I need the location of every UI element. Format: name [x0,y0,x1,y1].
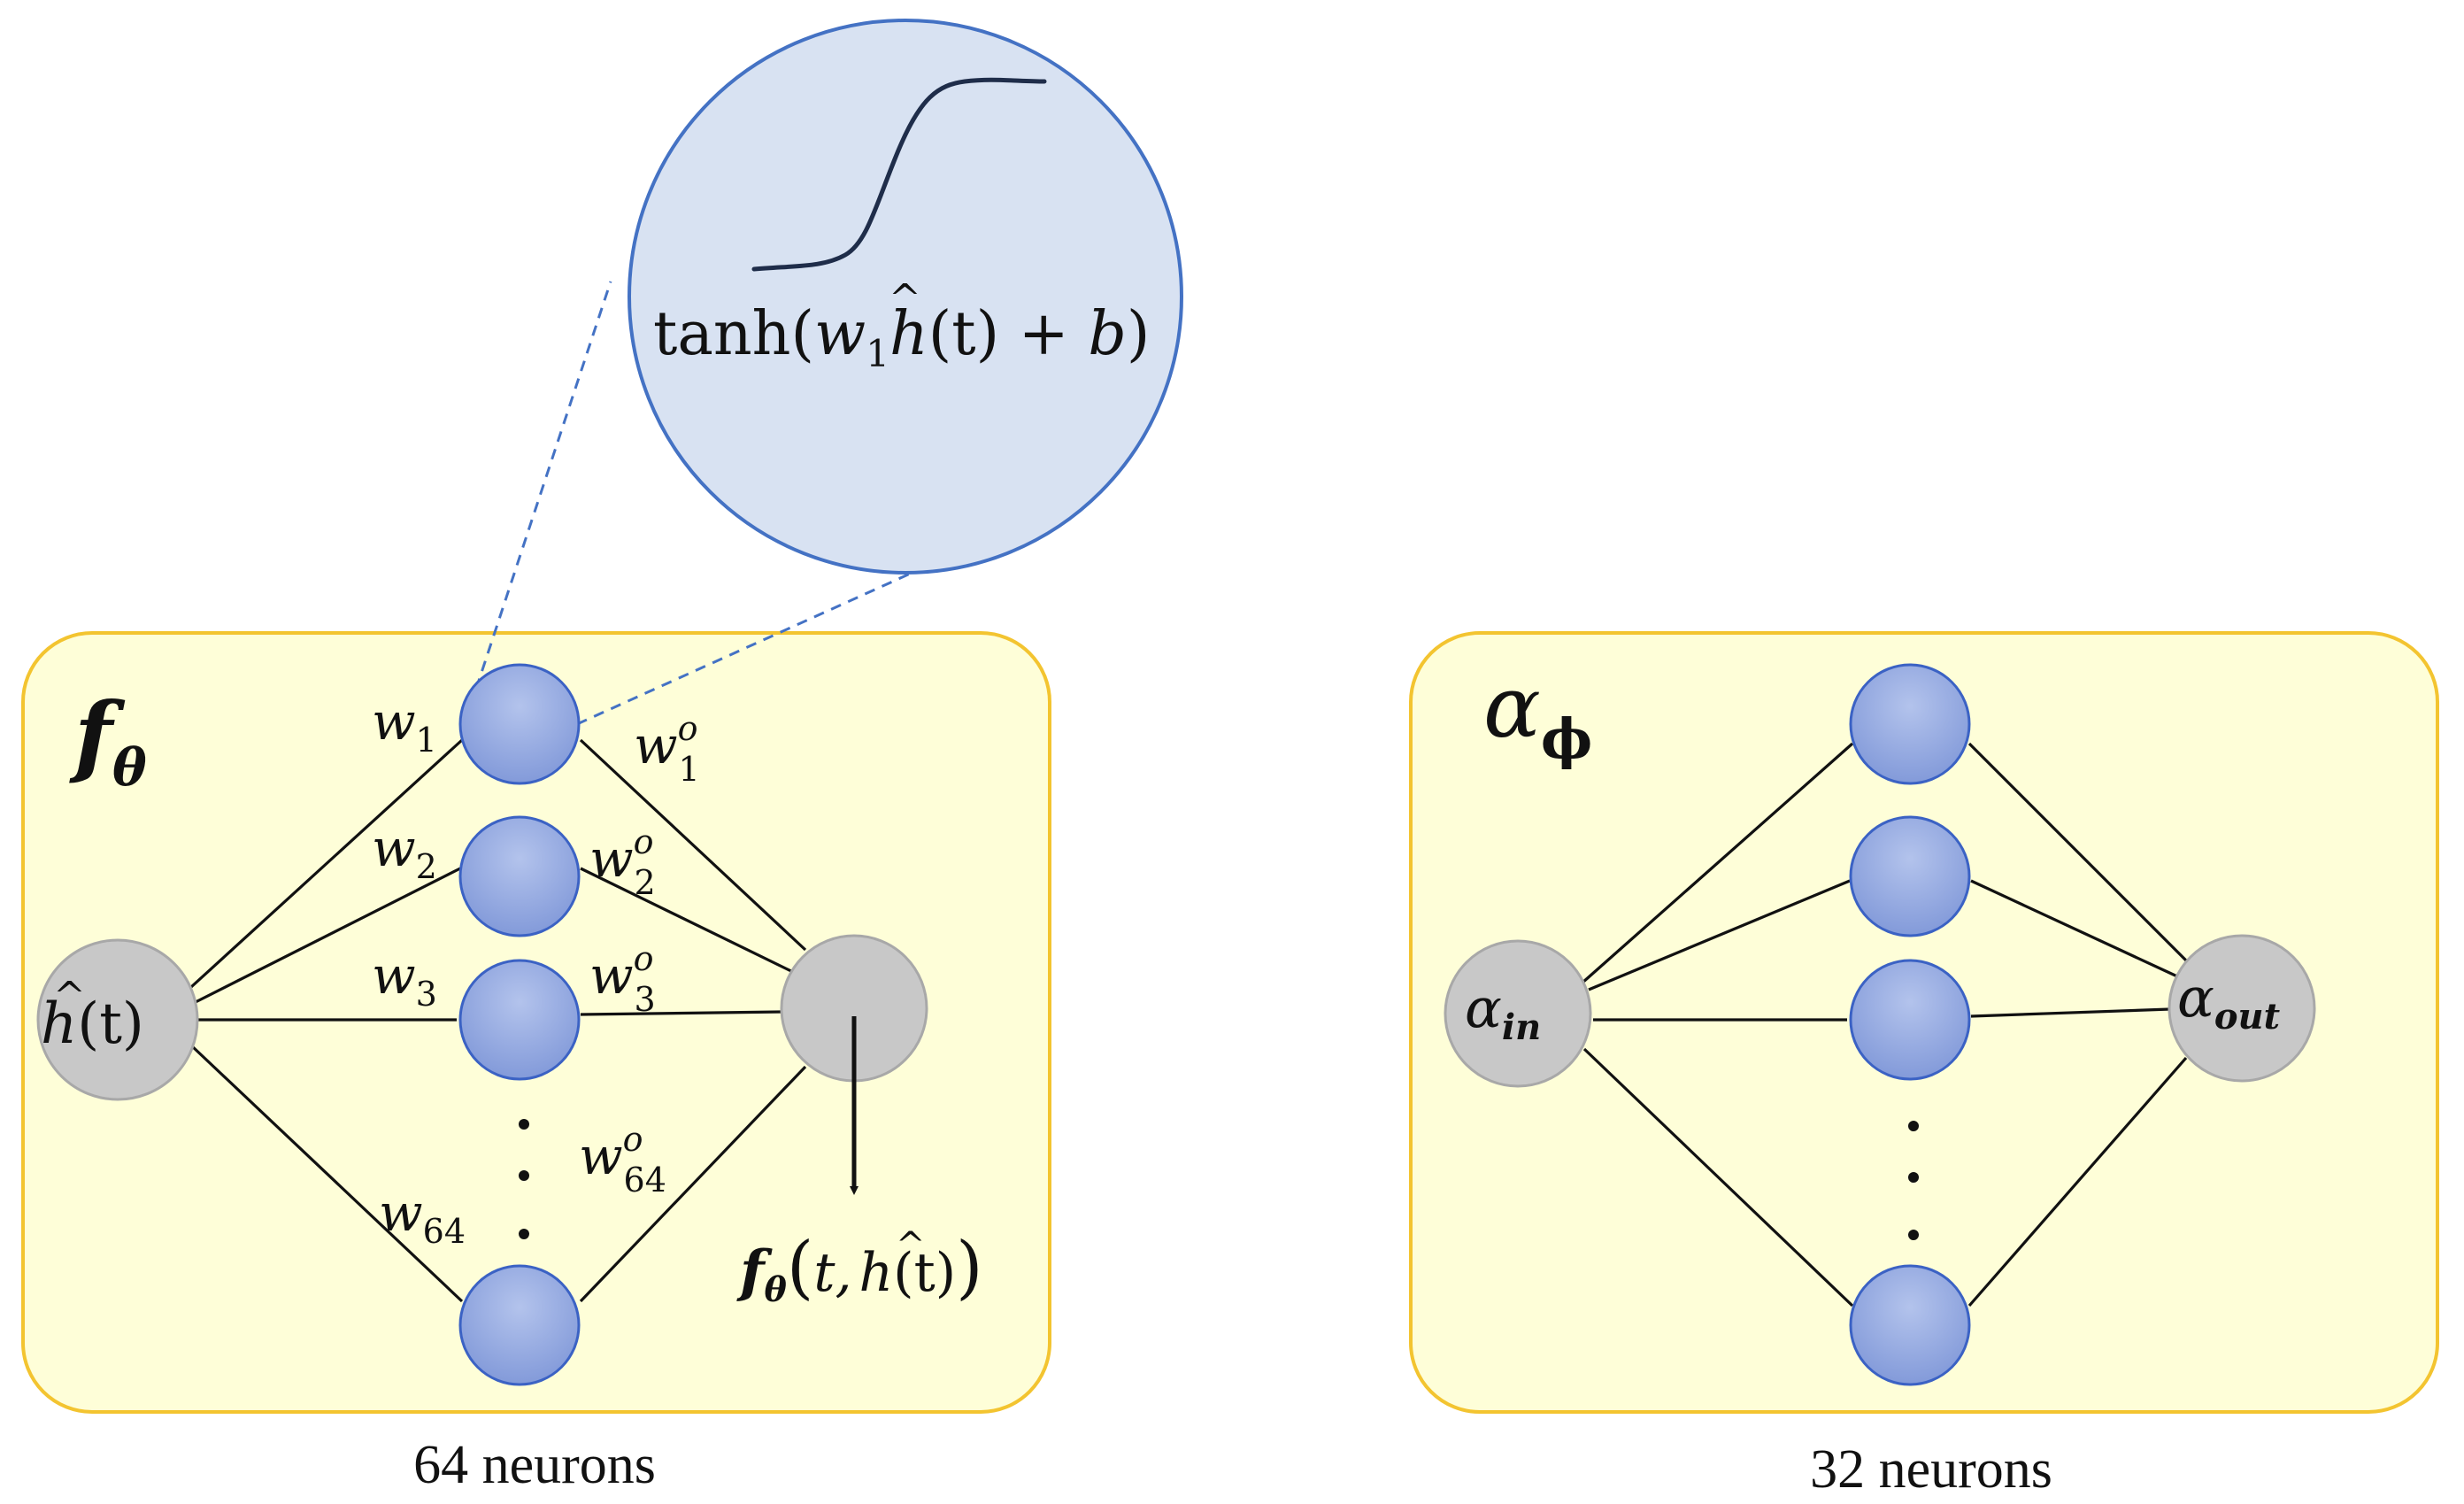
alpha-phi-panel: αϕ αin αout 32 neurons [1409,631,2439,1500]
hidden-ellipsis [519,1119,529,1239]
input-node [36,938,199,1101]
alpha-output-label: αout [2177,965,2281,1037]
edge-input-n1 [180,738,464,998]
edge-n64-output [579,1065,807,1303]
weight-w3: w3 [372,945,437,1014]
hidden-neuron-2 [458,815,581,937]
input-label-hat: ^ [53,974,86,1019]
alpha-hidden-neuron-1 [1849,663,1971,785]
alpha-phi-edges [1581,742,2188,1307]
alpha-hidden-neuron-3 [1849,959,1971,1081]
activation-zoom: tanh(w1h(t) + b) ^ [628,19,1183,575]
edge-n3-output [580,1010,783,1016]
edge-n32-aout [1967,1056,2188,1307]
alpha-hidden-neuron-2 [1849,815,1971,937]
alpha-phi-title: αϕ [1483,658,1592,771]
hidden-neuron-64 [458,1264,581,1386]
alpha-hidden-neuron-32 [1849,1264,1971,1386]
f-theta-edges [180,738,807,1303]
tanh-formula-hat: ^ [889,276,921,321]
edge-ain-n32 [1582,1047,1854,1307]
weight-w1: w1 [372,691,437,760]
edge-input-n2 [189,867,461,1007]
zoom-connector-right [576,569,917,726]
edge-n3-aout [1970,1007,2171,1018]
hidden-neuron-1 [458,663,581,785]
edge-ain-n1 [1581,742,1854,984]
edge-n1-output [579,738,807,952]
zoom-connector-left [474,281,612,690]
activation-zoom-circle [628,19,1183,575]
zoom-connectors [474,281,917,726]
tanh-formula: tanh(w1h(t) + b) [653,299,1150,375]
alpha-output-node [2168,934,2316,1083]
alpha-input-node [1444,939,1592,1088]
edge-ain-n2 [1588,879,1851,991]
input-label: h(t) [41,991,144,1057]
left-panel-caption: 64 neurons [413,1435,656,1495]
weight-w2: w2 [372,818,437,886]
edge-n2-aout [1970,879,2178,978]
edge-input-n64 [189,1043,464,1303]
hidden-neuron-3 [458,959,581,1081]
edge-n1-aout [1967,742,2188,962]
right-panel-caption: 32 neurons [1810,1439,2052,1500]
weight-w64: w64 [379,1183,466,1251]
alpha-input-label: αin [1465,976,1541,1048]
output-function-label-hat: ^ [896,1225,926,1266]
edge-n2-output [580,867,797,976]
alpha-hidden-ellipsis [1908,1121,1919,1240]
tanh-curve-icon [751,77,1047,272]
